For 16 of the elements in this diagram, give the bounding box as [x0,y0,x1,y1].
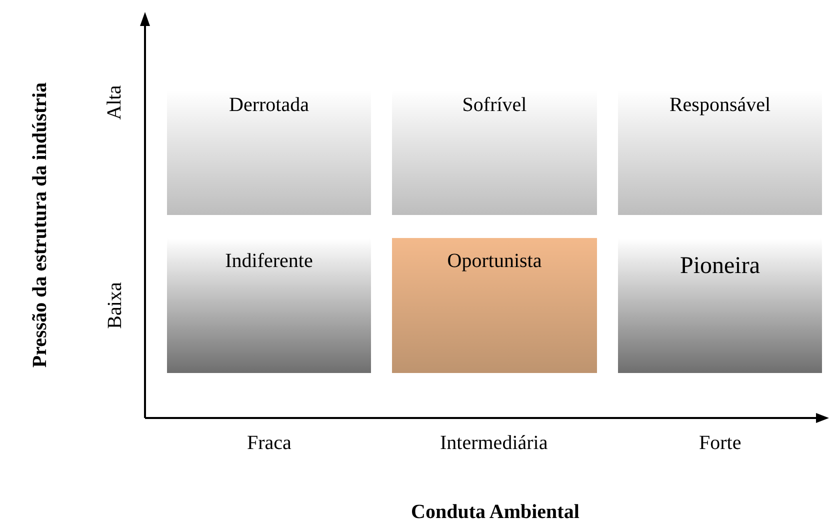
x-axis-title: Conduta Ambiental [411,500,580,520]
axis-tick-label: Intermediária [440,432,548,454]
cell-title: Oportunista [447,250,542,273]
y-axis-title: Pressão da estrutura da indústria [28,81,52,370]
axis-tick-label: Fraca [247,432,292,454]
axis-tick-label: Forte [699,432,742,454]
matrix-cell [167,238,371,373]
cell-title: Responsável [669,94,771,117]
axis-tick-label: Baixa [103,282,126,328]
cell-title: Pioneira [680,253,760,280]
axis-tick-label: Alta [104,84,127,120]
cell-title: Indiferente [225,250,313,273]
matrix-cell [392,238,597,373]
cell-title: Sofrível [462,94,527,117]
matrix-cell [618,238,822,373]
cell-title: Derrotada [229,94,309,117]
